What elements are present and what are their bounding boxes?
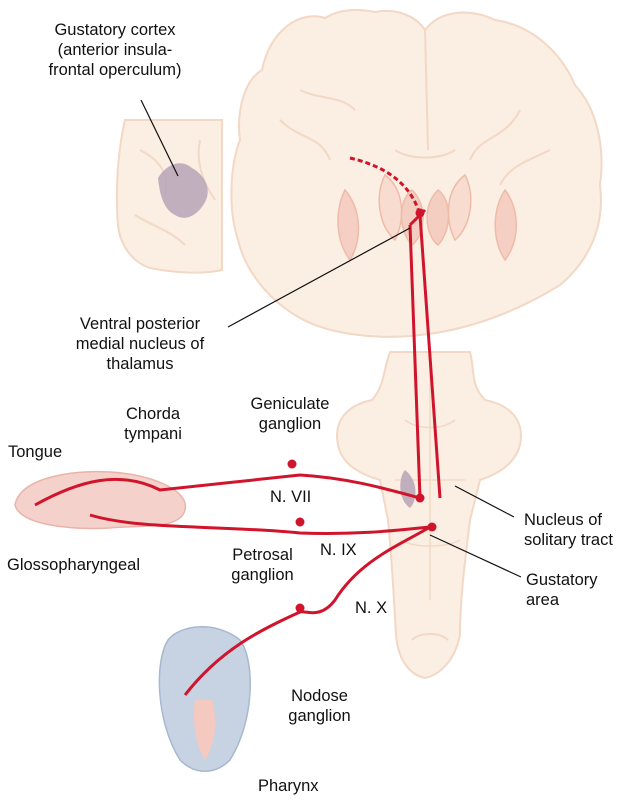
label-chorda-line2: tympani <box>108 424 198 444</box>
label-nodose-ganglion: Nodose ganglion <box>272 686 367 726</box>
label-n-x: N. X <box>355 598 387 618</box>
label-n-ix: N. IX <box>320 540 357 560</box>
label-geniculate-line2: ganglion <box>235 414 345 434</box>
label-gustatory-area: Gustatory area <box>526 570 598 610</box>
label-vpm-line2: medial nucleus of <box>55 334 225 354</box>
label-nodose-line2: ganglion <box>272 706 367 726</box>
label-vpm-line3: thalamus <box>55 354 225 374</box>
label-chorda-line1: Chorda <box>108 404 198 424</box>
label-chorda-tympani: Chorda tympani <box>108 404 198 444</box>
label-gustatory-area-line1: Gustatory <box>526 570 598 590</box>
label-nodose-line1: Nodose <box>272 686 367 706</box>
label-geniculate-line1: Geniculate <box>235 394 345 414</box>
label-nucleus-line2: solitary tract <box>524 530 613 550</box>
label-n-vii: N. VII <box>270 487 311 507</box>
label-gustatory-cortex-line1: Gustatory cortex <box>35 20 195 40</box>
insula-cortex-section <box>117 120 222 273</box>
label-nucleus-line1: Nucleus of <box>524 510 613 530</box>
label-gustatory-cortex-line3: frontal operculum) <box>35 60 195 80</box>
label-petrosal-line1: Petrosal <box>215 545 310 565</box>
label-nucleus-solitary-tract: Nucleus of solitary tract <box>524 510 613 550</box>
label-gustatory-cortex-line2: (anterior insula- <box>35 40 195 60</box>
label-petrosal-ganglion: Petrosal ganglion <box>215 545 310 585</box>
label-glossopharyngeal: Glossopharyngeal <box>7 555 140 575</box>
label-tongue: Tongue <box>8 442 62 462</box>
label-geniculate-ganglion: Geniculate ganglion <box>235 394 345 434</box>
brainstem <box>337 352 521 678</box>
pharynx-shape <box>159 627 250 771</box>
label-vpm-thalamus: Ventral posterior medial nucleus of thal… <box>55 314 225 374</box>
label-petrosal-line2: ganglion <box>215 565 310 585</box>
label-vpm-line1: Ventral posterior <box>55 314 225 334</box>
label-gustatory-cortex: Gustatory cortex (anterior insula- front… <box>35 20 195 80</box>
label-gustatory-area-line2: area <box>526 590 598 610</box>
brain-coronal-section <box>231 10 601 337</box>
label-pharynx: Pharynx <box>258 776 319 796</box>
